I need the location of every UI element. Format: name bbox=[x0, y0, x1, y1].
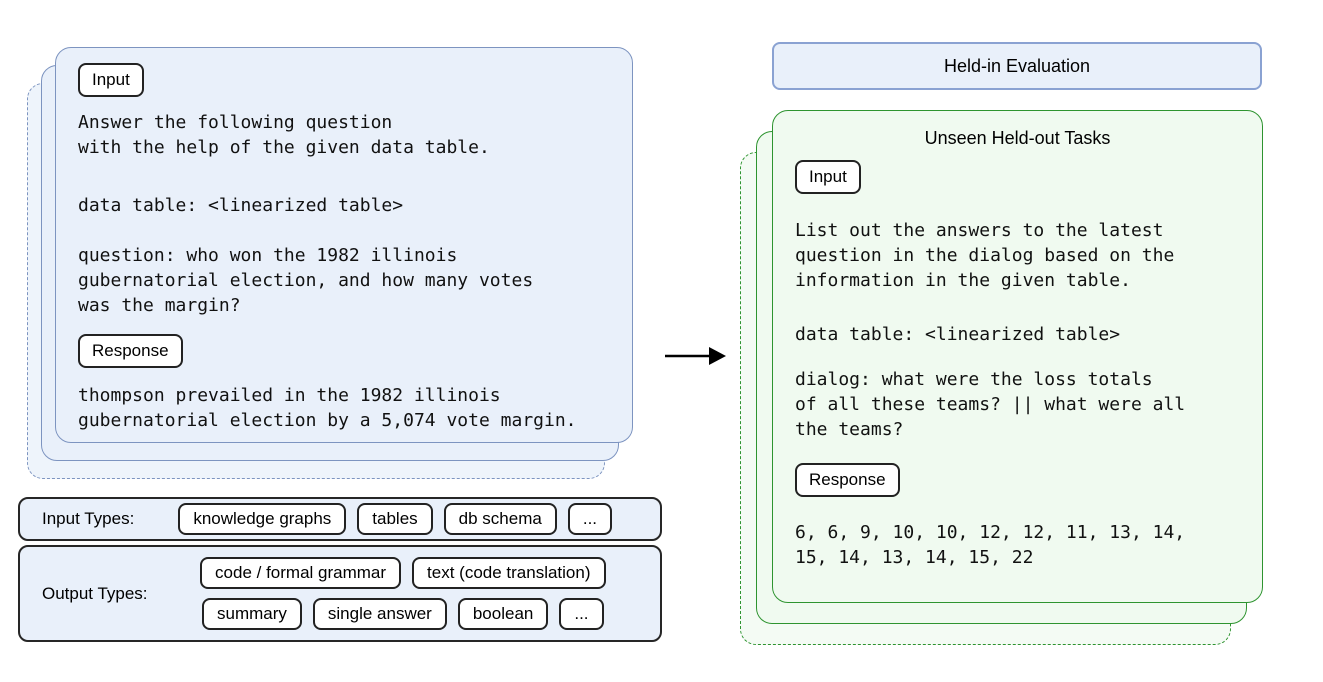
data-table-text: data table: <linearized table> bbox=[795, 324, 1121, 345]
response-tag: Response bbox=[78, 334, 183, 368]
output-types-rows: code / formal grammar text (code transla… bbox=[156, 557, 650, 630]
response-text: 6, 6, 9, 10, 10, 12, 12, 11, 13, 14, 15,… bbox=[795, 522, 1186, 568]
flow-arrow-icon bbox=[663, 342, 727, 370]
response-text: thompson prevailed in the 1982 illinois … bbox=[78, 385, 577, 431]
held-out-card-title: Unseen Held-out Tasks bbox=[924, 128, 1111, 148]
output-types-row-1: code / formal grammar text (code transla… bbox=[200, 557, 606, 589]
input-type-badge: tables bbox=[357, 503, 433, 535]
output-types-box: Output Types: code / formal grammar text… bbox=[18, 545, 662, 642]
dialog-text: dialog: what were the loss totals of all… bbox=[795, 369, 1186, 440]
held-out-task-card: Unseen Held-out Tasks Input List out the… bbox=[772, 110, 1263, 603]
input-tag-row: Input bbox=[795, 160, 1240, 194]
output-type-badge: single answer bbox=[312, 598, 447, 630]
response-tag-row: Response bbox=[78, 334, 610, 368]
data-table-text: data table: <linearized table> bbox=[78, 195, 404, 216]
question-text: question: who won the 1982 illinois gube… bbox=[78, 245, 534, 316]
prompt-text: Answer the following question with the h… bbox=[78, 112, 490, 158]
input-tag: Input bbox=[78, 63, 144, 97]
output-type-badge-more: ... bbox=[559, 598, 604, 630]
input-types-label: Input Types: bbox=[42, 509, 135, 528]
output-types-row-2: summary single answer boolean ... bbox=[201, 598, 604, 630]
input-types-box: Input Types: knowledge graphs tables db … bbox=[18, 497, 662, 541]
output-type-badge: text (code translation) bbox=[412, 557, 606, 589]
input-type-badge: db schema bbox=[443, 503, 557, 535]
input-tag: Input bbox=[795, 160, 861, 194]
response-tag: Response bbox=[795, 463, 900, 497]
output-type-badge: summary bbox=[201, 598, 302, 630]
held-in-example-card: Input Answer the following question with… bbox=[55, 47, 633, 443]
input-tag-row: Input bbox=[78, 63, 610, 97]
output-types-label: Output Types: bbox=[42, 583, 148, 603]
held-in-evaluation-title: Held-in Evaluation bbox=[943, 55, 1091, 76]
input-types-badges: knowledge graphs tables db schema ... bbox=[178, 503, 613, 535]
output-type-badge: boolean bbox=[457, 598, 549, 630]
input-type-badge: knowledge graphs bbox=[178, 503, 347, 535]
prompt-text: List out the answers to the latest quest… bbox=[795, 220, 1175, 291]
response-tag-row: Response bbox=[795, 463, 1240, 497]
input-type-badge-more: ... bbox=[567, 503, 613, 535]
output-type-badge: code / formal grammar bbox=[200, 557, 402, 589]
held-in-evaluation-header: Held-in Evaluation bbox=[772, 42, 1262, 90]
